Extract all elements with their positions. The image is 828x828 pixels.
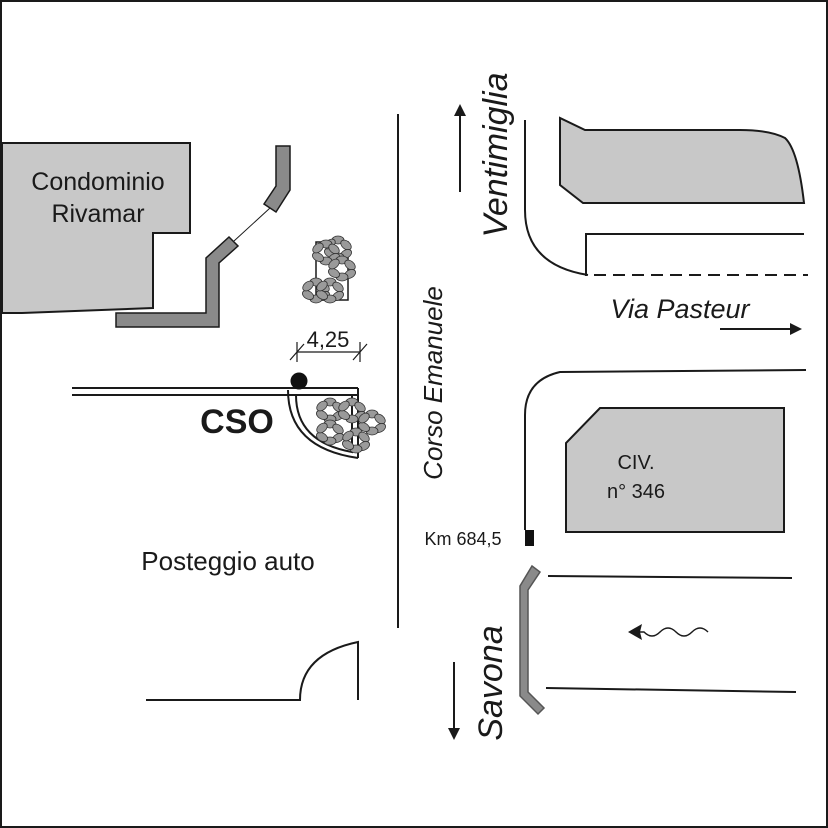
flow-arrowhead-icon — [628, 624, 642, 640]
pipe-inner-curve — [295, 394, 353, 454]
main-road-label: Corso Emanuele — [418, 286, 448, 480]
upper-right-building — [559, 116, 806, 204]
cso-label: CSO — [200, 403, 274, 441]
upper-right-kerb — [585, 233, 804, 276]
channel-wall — [519, 564, 546, 716]
cso-point-marker — [290, 372, 308, 390]
dimension-slash-left — [289, 343, 305, 361]
civic-label-line1: CIV. — [617, 452, 654, 474]
parking-entrance — [146, 640, 359, 701]
wall-segment-lower — [115, 235, 240, 328]
dimension-label: 4,25 — [307, 327, 350, 352]
building-label-line2: Rivamar — [51, 200, 144, 228]
building-label-line1: Condominio — [31, 168, 164, 196]
south-direction-label: Savona — [472, 625, 510, 740]
civic-label-line2: n° 346 — [607, 481, 665, 503]
north-direction-label: Ventimiglia — [477, 72, 515, 237]
parking-label: Posteggio auto — [141, 546, 314, 576]
condominio-building — [1, 142, 191, 314]
pipe-outer-curve — [287, 389, 359, 459]
kilometer-label: Km 684,5 — [424, 529, 501, 549]
wall-segment-upper — [262, 145, 291, 214]
road-edge-east-upper — [524, 120, 589, 276]
road-edge-east-lower — [524, 369, 807, 530]
flow-wave-icon — [636, 627, 709, 637]
civic-building — [565, 407, 785, 533]
side-street-label: Via Pasteur — [610, 294, 750, 324]
kilometer-marker-icon — [525, 530, 534, 546]
channel-edge-upper — [547, 575, 793, 579]
dimension-slash-right — [352, 343, 368, 361]
wall-gap-line — [233, 207, 271, 242]
channel-edge-lower — [545, 687, 797, 693]
